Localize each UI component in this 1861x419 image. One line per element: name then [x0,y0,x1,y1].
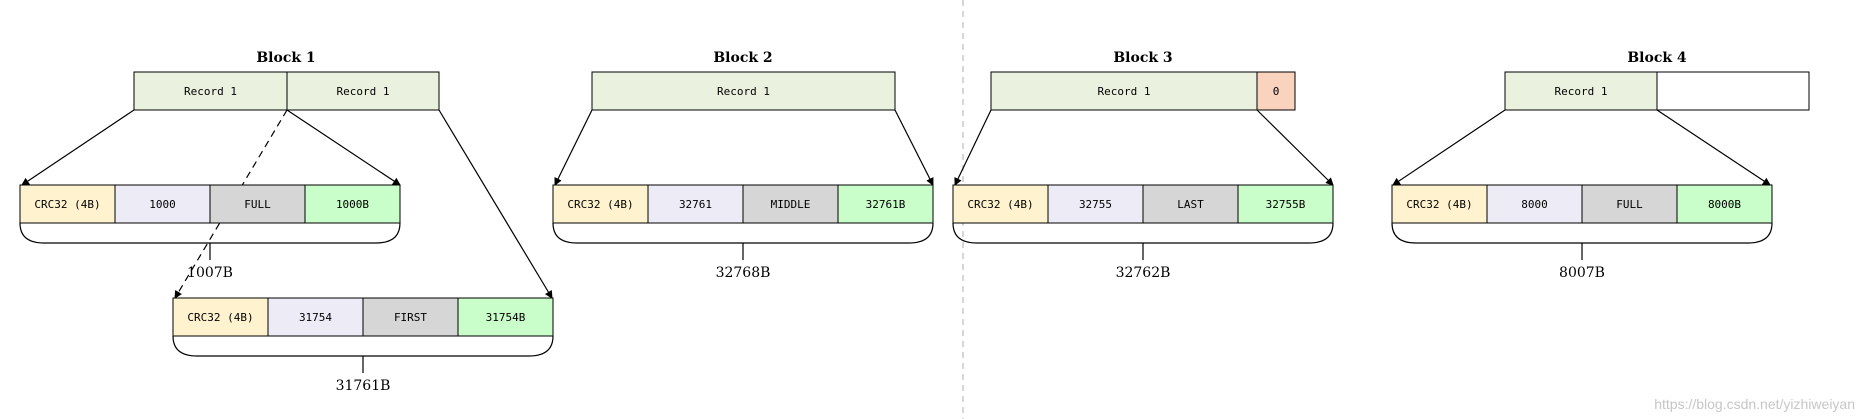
block-1-record-label: Record 1 [184,85,237,98]
payload-cell [1237,184,1334,224]
payload-label: 32755B [1266,198,1306,211]
type-cell [742,184,839,224]
type-cell [1142,184,1239,224]
length-label: 8000 [1521,198,1548,211]
crc-label: CRC32 (4B) [1406,198,1472,211]
crc-label: CRC32 (4B) [967,198,1033,211]
length-cell [647,184,744,224]
crc-label: CRC32 (4B) [187,311,253,324]
payload-label: 1000B [336,198,369,211]
size-brace [552,222,934,244]
block-3-record-cell [990,71,1258,111]
block-2-record-label: Record 1 [717,85,770,98]
block-1: Record 1 Record 1 [133,71,440,111]
size-brace [19,222,401,244]
length-cell [114,184,211,224]
length-label: 32755 [1079,198,1112,211]
record-row-1: CRC32 (4B) 1000 FULL 1000B 1007B [19,184,401,281]
block-1-title: Block 1 [256,50,315,66]
arrow [554,109,593,186]
arrow [286,109,401,186]
arrow [1656,109,1771,186]
block-3-zero-fill-label: 0 [1273,85,1280,98]
arrow [894,109,934,186]
block-1-record-label: Record 1 [337,85,390,98]
arrow [1392,109,1506,186]
type-cell [1581,184,1678,224]
block-4-title: Block 4 [1627,50,1687,66]
type-cell [209,184,306,224]
payload-cell [457,297,554,337]
block-2: Record 1 [591,71,896,111]
block-4-record-label: Record 1 [1555,85,1608,98]
payload-cell [1676,184,1773,224]
size-brace [1391,222,1773,244]
crc-cell [952,184,1049,224]
arrows [21,109,1771,299]
type-label: FULL [244,198,271,211]
record-size-label: 1007B [187,265,233,281]
record-size-label: 8007B [1559,265,1605,281]
block-4-empty-cell [1656,71,1810,111]
block-4: Record 1 [1504,71,1810,111]
crc-label: CRC32 (4B) [567,198,633,211]
type-label: MIDDLE [771,198,811,211]
length-label: 32761 [679,198,712,211]
block-1-record-cell [286,71,440,111]
record-size-label: 31761B [336,378,391,394]
payload-cell [304,184,401,224]
block-3-zero-fill-cell [1256,71,1296,111]
record-row-2: CRC32 (4B) 31754 FIRST 31754B 31761B [172,297,554,394]
length-cell [267,297,364,337]
payload-label: 31754B [486,311,526,324]
length-cell [1486,184,1583,224]
crc-cell [19,184,116,224]
type-cell [362,297,459,337]
watermark: https://blog.csdn.net/yizhiweiyan [1654,396,1855,412]
record-size-label: 32768B [716,265,771,281]
length-label: 1000 [149,198,176,211]
arrow [954,109,992,186]
record-size-label: 32762B [1116,265,1171,281]
block-3: Record 1 0 [990,71,1296,111]
type-label: FIRST [394,311,427,324]
arrow [1256,109,1334,186]
block-3-record-label: Record 1 [1098,85,1151,98]
length-label: 31754 [299,311,332,324]
block-2-record-cell [591,71,896,111]
record-row-5: CRC32 (4B) 8000 FULL 8000B 8007B [1391,184,1773,281]
length-cell [1047,184,1144,224]
block-2-title: Block 2 [713,50,772,66]
block-4-record-cell [1504,71,1658,111]
type-label: FULL [1616,198,1643,211]
crc-label: CRC32 (4B) [34,198,100,211]
arrow [438,109,553,299]
crc-cell [172,297,269,337]
payload-cell [837,184,934,224]
size-brace [172,335,554,357]
block-1-record-cell [133,71,288,111]
type-label: LAST [1177,198,1204,211]
arrow [21,109,135,186]
payload-label: 8000B [1708,198,1741,211]
block-3-title: Block 3 [1113,50,1172,66]
record-row-4: CRC32 (4B) 32755 LAST 32755B 32762B [952,184,1334,281]
payload-label: 32761B [866,198,906,211]
record-row-3: CRC32 (4B) 32761 MIDDLE 32761B 32768B [552,184,934,281]
size-brace [952,222,1334,244]
